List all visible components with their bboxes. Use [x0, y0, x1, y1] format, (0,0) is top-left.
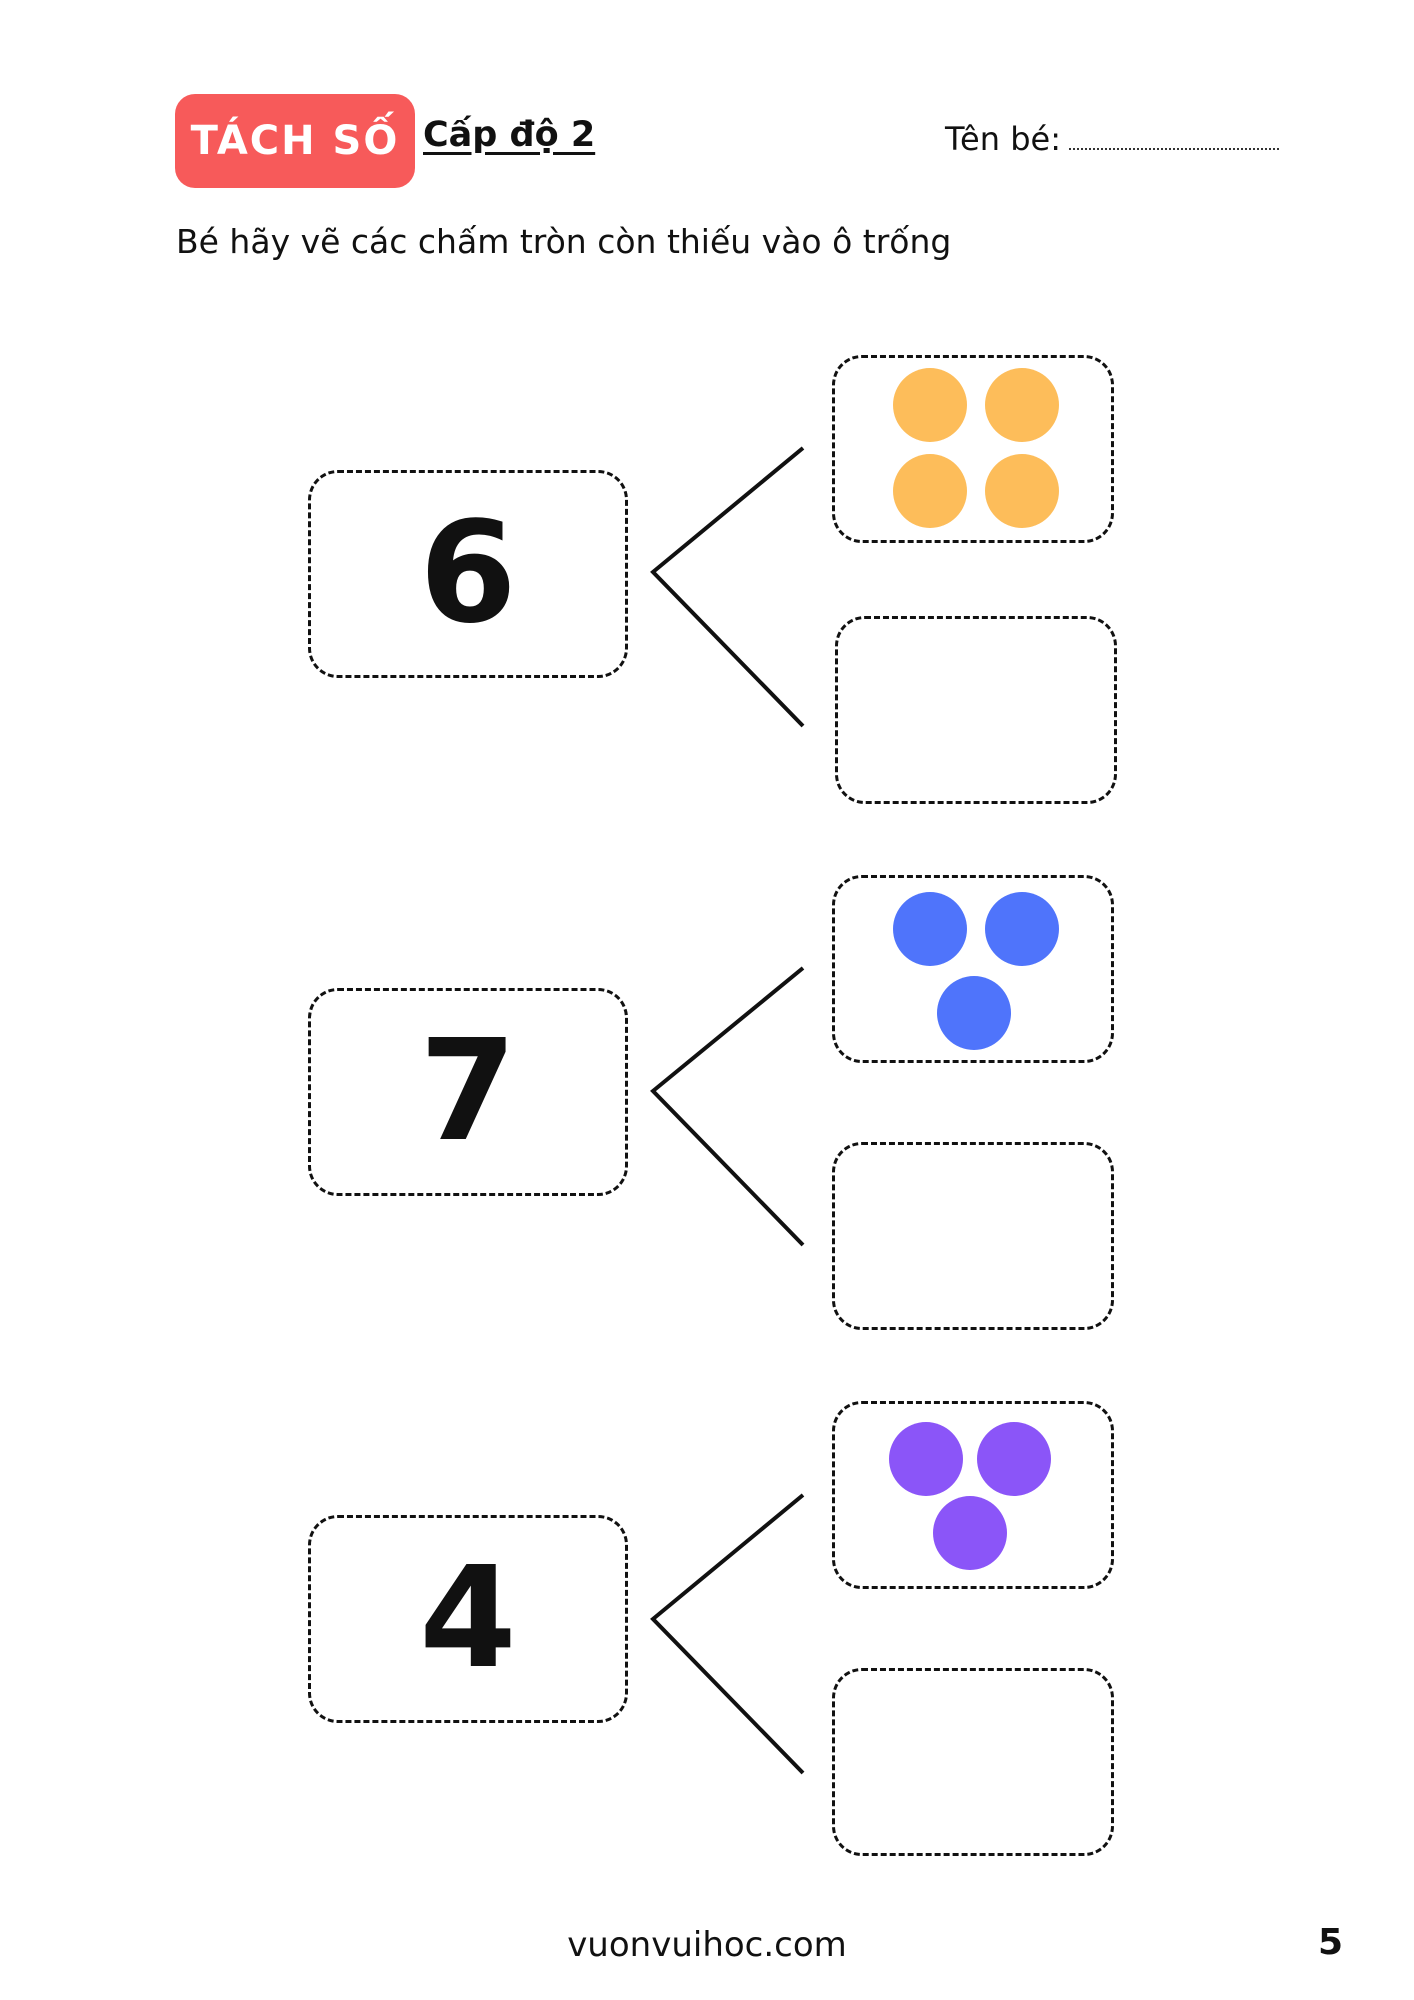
dot	[893, 892, 967, 966]
name-field: Tên bé:	[945, 120, 1279, 158]
whole-number-3: 4	[419, 1537, 517, 1700]
part-box-3-shown	[832, 1401, 1114, 1589]
title-badge-text: TÁCH SỐ	[190, 118, 400, 164]
connector-2	[650, 966, 805, 1247]
connector-3	[650, 1493, 805, 1775]
dot	[977, 1422, 1051, 1496]
whole-number-2: 7	[419, 1010, 517, 1173]
title-badge: TÁCH SỐ	[175, 94, 415, 188]
dot	[889, 1422, 963, 1496]
dot	[893, 368, 967, 442]
footer-site: vuonvuihoc.com	[567, 1925, 847, 1965]
instruction-text: Bé hãy vẽ các chấm tròn còn thiếu vào ô …	[176, 222, 952, 261]
number-box-2: 7	[308, 988, 628, 1196]
dot	[985, 368, 1059, 442]
connector-1	[650, 446, 805, 728]
part-box-2-shown	[832, 875, 1114, 1063]
part-box-1-shown	[832, 355, 1114, 543]
dot	[985, 454, 1059, 528]
number-box-3: 4	[308, 1515, 628, 1723]
part-box-1-blank[interactable]	[835, 616, 1117, 804]
number-box-1: 6	[308, 470, 628, 678]
dot	[893, 454, 967, 528]
dot	[937, 976, 1011, 1050]
part-box-2-blank[interactable]	[832, 1142, 1114, 1330]
name-label: Tên bé:	[945, 120, 1061, 158]
page-number: 5	[1318, 1922, 1344, 1963]
dot	[985, 892, 1059, 966]
dot	[933, 1496, 1007, 1570]
level-label: Cấp độ 2	[423, 115, 596, 155]
part-box-3-blank[interactable]	[832, 1668, 1114, 1856]
whole-number-1: 6	[419, 492, 517, 655]
name-blank-line[interactable]	[1068, 148, 1279, 150]
